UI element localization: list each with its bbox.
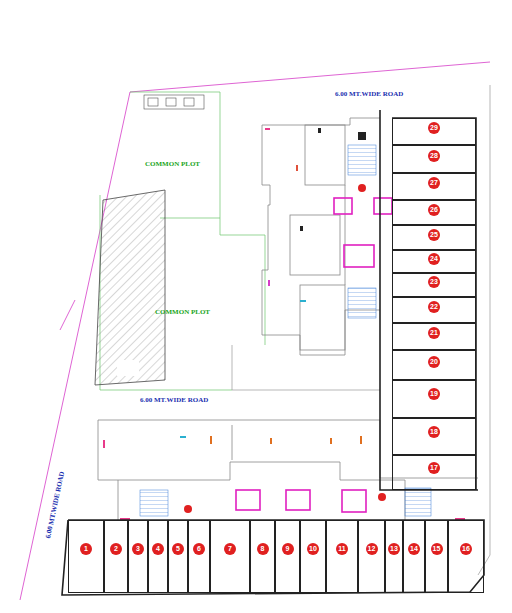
road-label: 6.00 MT.WIDE ROAD (44, 471, 66, 539)
shop-number: 27 (428, 177, 440, 189)
shop-unit: 17 (392, 455, 476, 490)
shop-unit: 9 (275, 520, 300, 593)
shop-number: 23 (428, 276, 440, 288)
hatched-area (95, 190, 165, 385)
shop-number: 2 (110, 543, 122, 555)
shop-number: 6 (193, 543, 205, 555)
shop-number: 12 (366, 543, 378, 555)
shop-unit: 24 (392, 250, 476, 273)
road-label: 6.00 MT.WIDE ROAD (335, 90, 403, 98)
shop-number: 10 (307, 543, 319, 555)
shop-unit: 11 (326, 520, 358, 593)
opening-marks (103, 128, 465, 520)
shop-number: 14 (408, 543, 420, 555)
shop-unit: 2 (104, 520, 128, 593)
shop-number: 5 (172, 543, 184, 555)
key-icons (144, 95, 204, 109)
shop-number: 17 (428, 462, 440, 474)
shop-number: 20 (428, 356, 440, 368)
shop-number: 13 (388, 543, 400, 555)
shop-unit: 15 (425, 520, 448, 593)
shop-number: 25 (428, 229, 440, 241)
shop-unit: 12 (358, 520, 385, 593)
road-label: 6.00 MT.WIDE ROAD (140, 396, 208, 404)
shop-number: 22 (428, 301, 440, 313)
shop-unit: 29 (392, 118, 476, 145)
shop-unit: 21 (392, 323, 476, 350)
shop-number: 7 (224, 543, 236, 555)
staircase (405, 488, 431, 516)
shop-unit: 7 (210, 520, 250, 593)
shop-unit: 10 (300, 520, 326, 593)
shop-number: 29 (428, 122, 440, 134)
shop-number: 28 (428, 150, 440, 162)
shop-number: 24 (428, 253, 440, 265)
shop-number: 8 (257, 543, 269, 555)
shop-unit: 22 (392, 297, 476, 323)
shop-unit: 3 (128, 520, 148, 593)
shop-unit: 18 (392, 418, 476, 455)
shop-unit: 1 (68, 520, 104, 593)
lift-outline (236, 198, 392, 512)
staircase (348, 145, 376, 175)
shop-number: 11 (336, 543, 348, 555)
shop-unit: 25 (392, 225, 476, 250)
shop-number: 21 (428, 327, 440, 339)
shop-number: 18 (428, 426, 440, 438)
plot-label: COMMON PLOT (155, 308, 210, 316)
shop-unit: 8 (250, 520, 275, 593)
shop-number: 1 (80, 543, 92, 555)
shop-number: 9 (282, 543, 294, 555)
shop-number: 15 (431, 543, 443, 555)
site-boundary (20, 62, 490, 600)
shop-unit: 27 (392, 173, 476, 200)
shop-unit: 4 (148, 520, 168, 593)
staircase (348, 288, 376, 318)
shop-unit: 14 (403, 520, 425, 593)
marker-dot (184, 184, 386, 513)
shop-number: 26 (428, 204, 440, 216)
staircase (140, 490, 168, 516)
shop-unit: 23 (392, 273, 476, 297)
shop-number: 16 (460, 543, 472, 555)
shop-unit: 28 (392, 145, 476, 173)
building-walls (98, 420, 478, 520)
shop-unit: 6 (188, 520, 210, 593)
hatch-gap (117, 360, 139, 376)
shop-unit: 16 (448, 520, 484, 593)
shop-number: 19 (428, 388, 440, 400)
shop-number: 3 (132, 543, 144, 555)
outer-wall (62, 110, 484, 595)
road-edge (232, 85, 490, 575)
shop-number: 4 (152, 543, 164, 555)
shop-unit: 5 (168, 520, 188, 593)
shop-unit: 26 (392, 200, 476, 225)
building-walls (262, 118, 380, 355)
plot-label: COMMON PLOT (145, 160, 200, 168)
shop-unit: 19 (392, 380, 476, 418)
shop-unit: 20 (392, 350, 476, 380)
columns (300, 128, 366, 231)
shop-unit: 13 (385, 520, 403, 593)
